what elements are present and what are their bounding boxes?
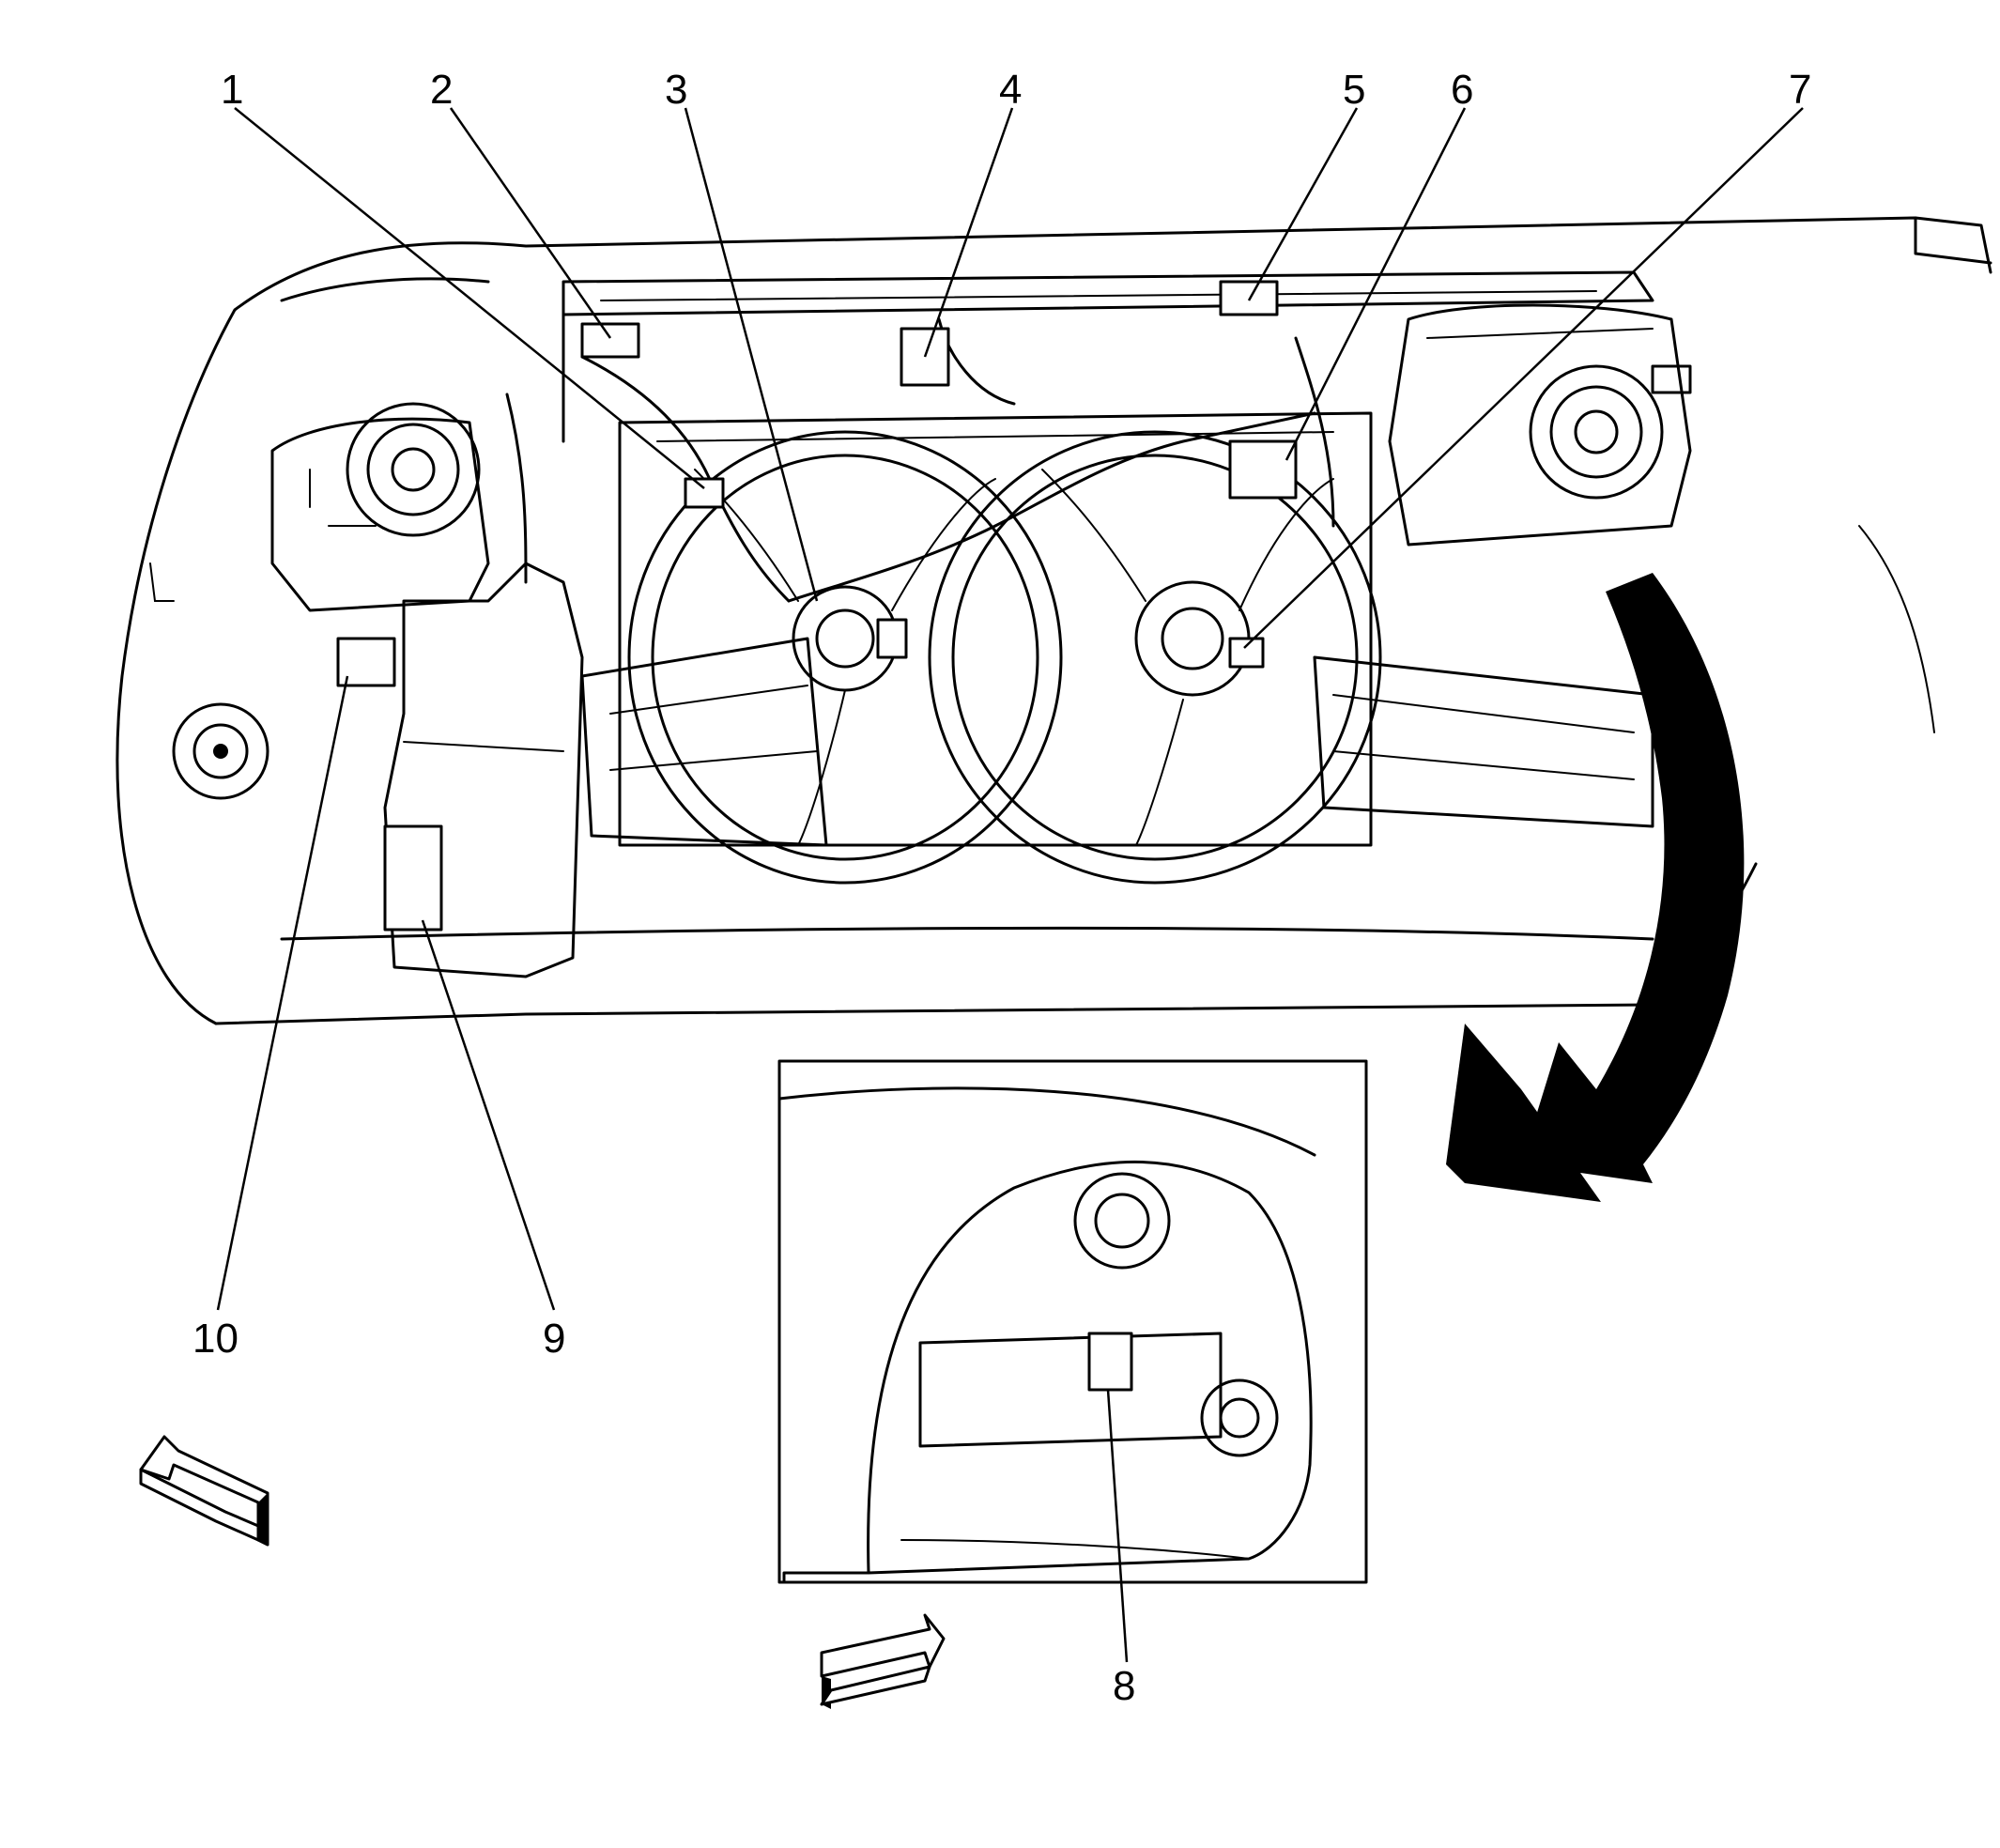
connector-7-body	[1228, 637, 1265, 669]
main-view: 1 2 3 4 5 6 7 10 9	[115, 67, 1992, 1362]
lower-crossmember	[280, 637, 1654, 941]
callout-3: 3	[665, 67, 687, 113]
washer-reservoir	[383, 393, 584, 978]
callout-7: 7	[1789, 67, 1811, 113]
leader-lines	[216, 107, 1804, 1311]
left-headlamp	[270, 402, 490, 612]
wiring-harness	[580, 317, 1335, 603]
callout-1: 1	[221, 67, 243, 113]
connector-8-body	[1087, 1332, 1133, 1392]
inset-frame	[777, 1059, 1368, 1584]
left-cooling-fan	[627, 430, 1063, 885]
callout-8: 8	[1113, 1663, 1135, 1709]
forward-direction-arrow-icon	[139, 1435, 269, 1547]
inset-direction-arrow-icon	[820, 1613, 946, 1709]
connector-2-body	[580, 322, 640, 359]
callout-9: 9	[543, 1316, 565, 1362]
connector-9-body	[383, 824, 443, 932]
connectors	[336, 280, 1298, 932]
inset-view: 8	[777, 1059, 1368, 1709]
right-headlamp	[1388, 303, 1692, 547]
callout-4: 4	[999, 67, 1022, 113]
callout-5: 5	[1343, 67, 1365, 113]
connector-3-body	[876, 618, 908, 659]
callout-2: 2	[430, 67, 453, 113]
callout-6: 6	[1451, 67, 1473, 113]
right-cooling-fan	[928, 430, 1382, 885]
left-fog-lamp	[172, 702, 269, 800]
connector-1-body	[684, 477, 725, 509]
callout-10: 10	[192, 1316, 238, 1362]
connector-6-body	[1228, 439, 1298, 500]
view-transition-arrow-icon	[1446, 573, 1745, 1202]
